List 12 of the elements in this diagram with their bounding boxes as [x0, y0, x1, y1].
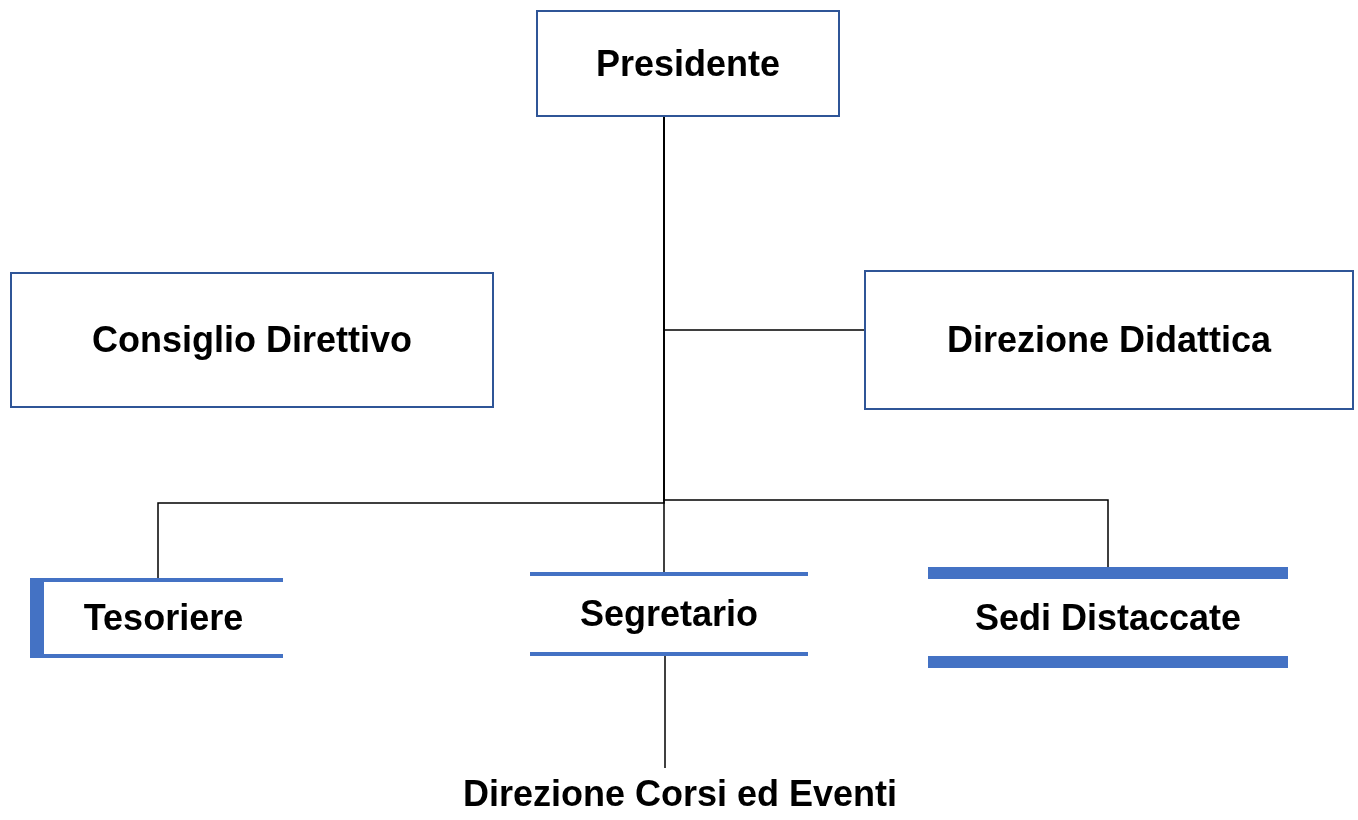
node-label: Segretario — [579, 593, 759, 635]
node-label: Sedi Distaccate — [974, 596, 1242, 639]
node-label: Consiglio Direttivo — [92, 319, 412, 361]
node-label: Direzione Corsi ed Eventi — [390, 768, 970, 820]
node-label: Presidente — [595, 42, 781, 85]
process-box — [536, 10, 840, 117]
connector-line — [664, 655, 666, 769]
process-box — [864, 270, 1354, 410]
node-label: Tesoriere — [83, 597, 244, 639]
role-box — [30, 578, 283, 658]
node-label: Direzione Didattica — [946, 319, 1272, 361]
process-box — [10, 272, 494, 408]
